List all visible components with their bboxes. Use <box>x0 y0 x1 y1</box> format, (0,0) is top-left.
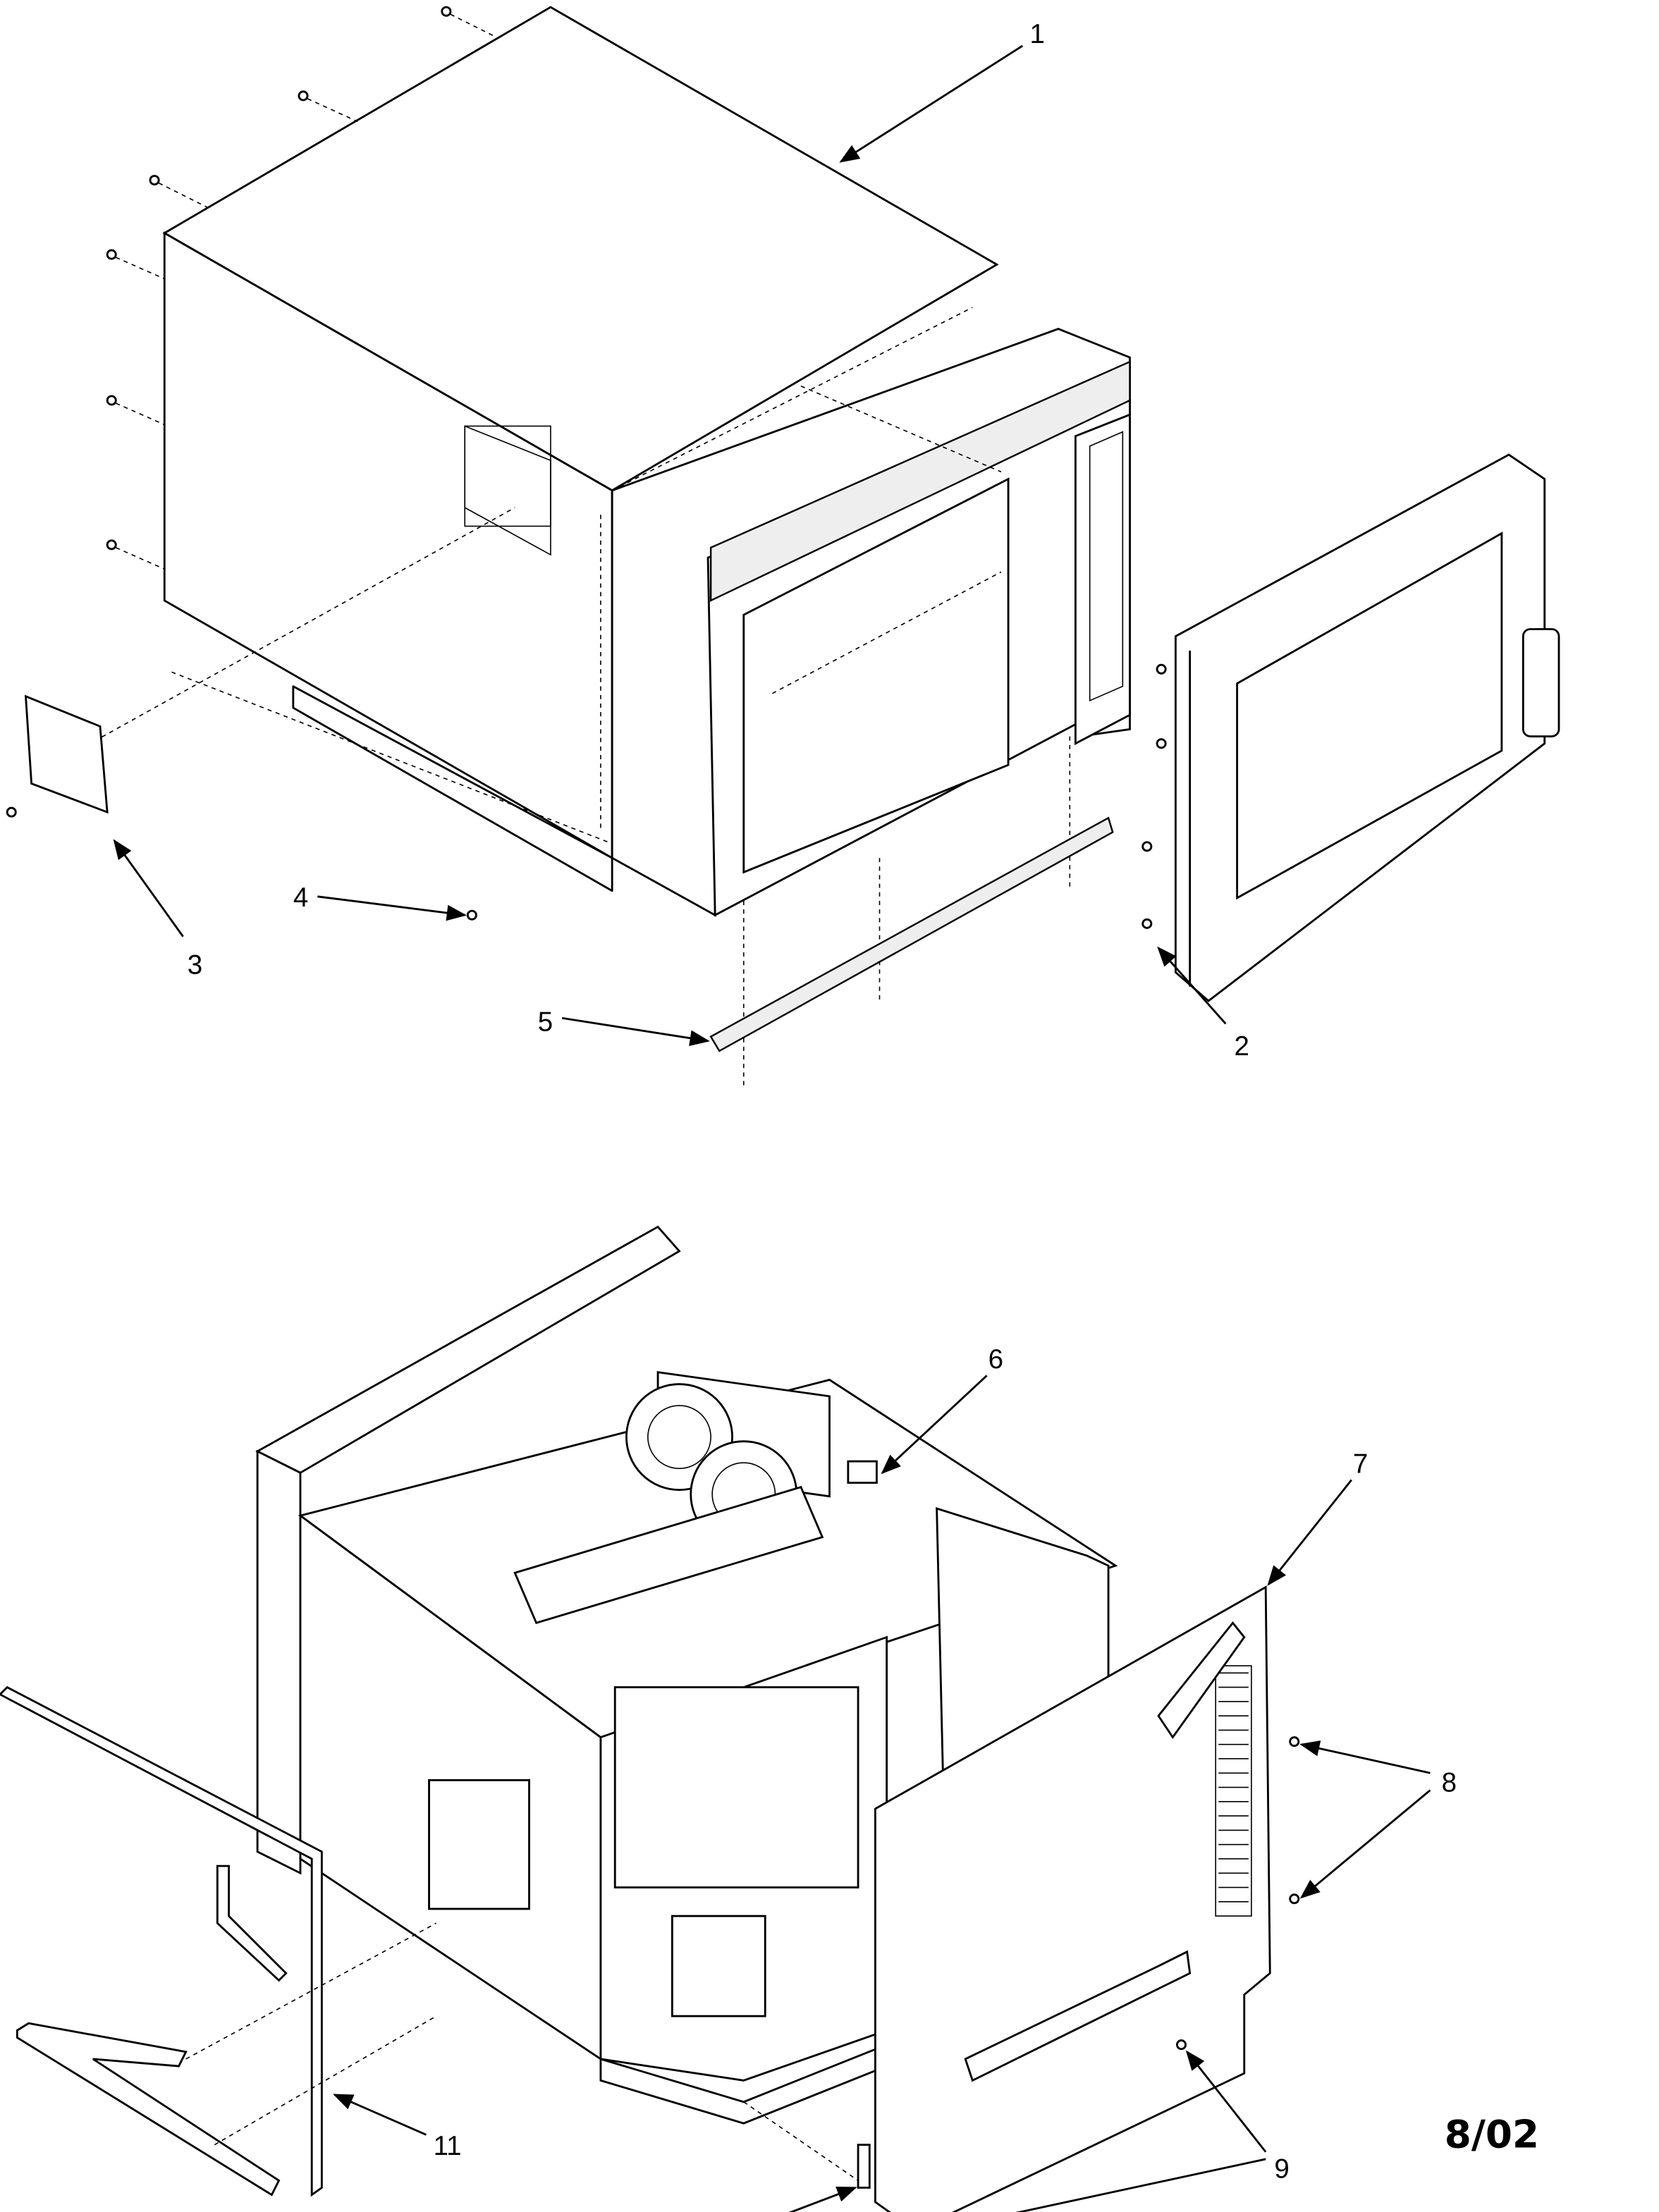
oven-chassis <box>63 307 1131 1087</box>
callout-5: 5 <box>538 1007 553 1038</box>
callout-8: 8 <box>1442 1768 1457 1798</box>
callout-3: 3 <box>188 950 202 980</box>
date-code: 8/02 <box>1445 2112 1539 2157</box>
callout-4: 4 <box>293 883 308 913</box>
callout-9: 9 <box>1274 2153 1289 2184</box>
screws <box>6 6 494 818</box>
callouts: 1 2 3 4 5 6 7 8 9 10 11 8/02 <box>113 19 1539 2212</box>
callout-7: 7 <box>1353 1449 1368 1479</box>
bottom-trim <box>709 816 1114 1052</box>
vent-slots <box>1215 1665 1252 1917</box>
door-seal-strips <box>0 1685 859 2197</box>
internal-chassis <box>255 1225 1118 2125</box>
callout-2: 2 <box>1235 1031 1249 1062</box>
access-cover <box>24 694 109 814</box>
callout-6: 6 <box>988 1344 1003 1375</box>
side-panel <box>857 1585 1300 2212</box>
door-assembly <box>1141 453 1560 1002</box>
callout-1: 1 <box>1029 19 1044 49</box>
callout-11: 11 <box>434 2131 462 2161</box>
outer-cabinet-wrapper <box>6 6 999 892</box>
